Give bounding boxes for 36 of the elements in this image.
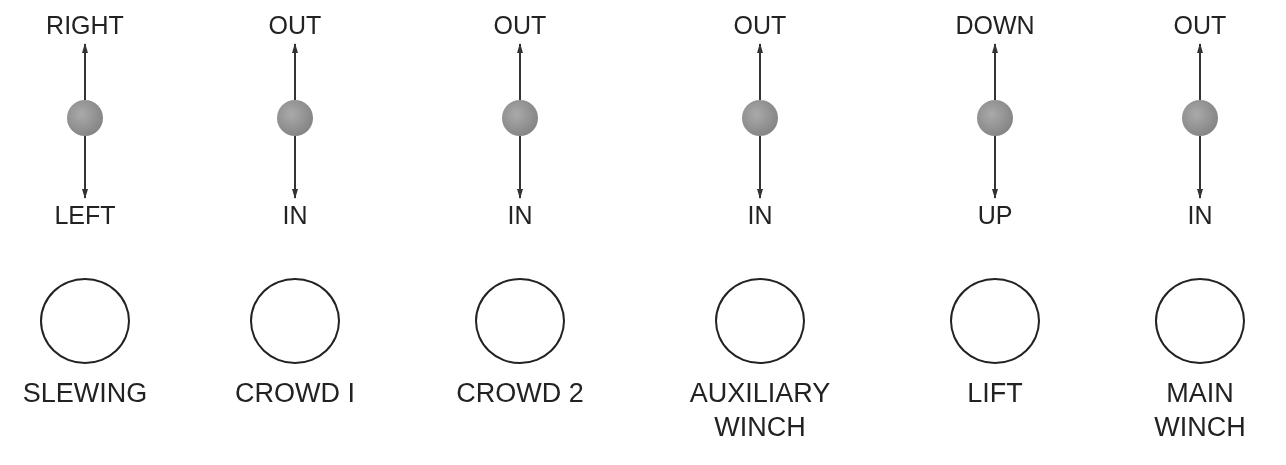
lever-knob [67,100,103,136]
direction-label: OUT [465,10,575,42]
direction-label: DOWN [940,10,1050,42]
direction-label: IN [465,200,575,232]
arrow [1197,135,1203,199]
lever-knob [742,100,778,136]
arrow [517,135,523,199]
control-name: CROWD 2 [455,377,585,410]
direction-label: OUT [705,10,815,42]
arrow [292,43,298,101]
control-name: AUXILIARY WINCH [688,377,832,444]
arrow [757,135,763,199]
arrow [992,135,998,199]
arrow [757,43,763,101]
direction-label: IN [1145,200,1255,232]
direction-label: OUT [1145,10,1255,42]
lever-knob [502,100,538,136]
arrow [292,135,298,199]
lever-knob [977,100,1013,136]
direction-label: OUT [240,10,350,42]
lever-knob [1182,100,1218,136]
direction-label: IN [705,200,815,232]
direction-label: IN [240,200,350,232]
direction-label: LEFT [30,200,140,232]
arrow [517,43,523,101]
control-name: CROWD I [234,377,356,410]
arrow [992,43,998,101]
lever-knob [277,100,313,136]
arrow [82,43,88,101]
control-name: SLEWING [21,377,149,410]
control-name: MAIN WINCH [1153,377,1247,444]
arrow [82,135,88,199]
direction-label: UP [940,200,1050,232]
control-name: LIFT [966,377,1024,410]
direction-label: RIGHT [30,10,140,42]
arrow [1197,43,1203,101]
